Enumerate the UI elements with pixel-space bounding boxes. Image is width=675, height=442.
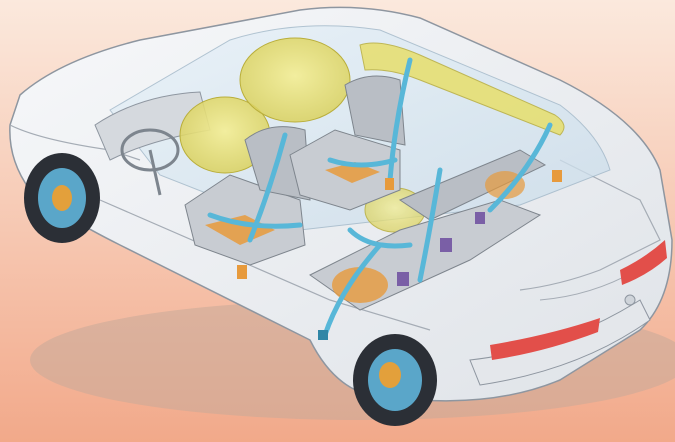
belt-hardware — [237, 170, 562, 340]
tail-light-left — [620, 240, 667, 285]
steering-wheel — [120, 128, 180, 172]
seatbelts — [207, 57, 553, 338]
trunk-badge — [624, 294, 636, 306]
front-wheel — [24, 153, 100, 243]
tail-light-right — [490, 318, 600, 360]
rear-wheel — [353, 334, 437, 426]
passenger-airbag — [239, 37, 351, 123]
